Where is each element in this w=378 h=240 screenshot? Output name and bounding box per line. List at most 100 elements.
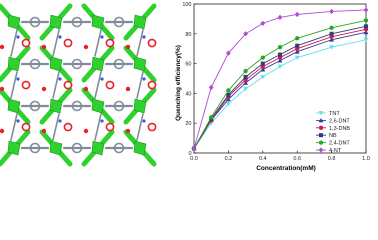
data-point xyxy=(243,80,248,85)
metal-polyhedron xyxy=(49,14,63,30)
y-tick-label: 80 xyxy=(185,32,191,38)
oxygen-atom xyxy=(0,128,5,134)
plot-frame xyxy=(193,3,367,154)
carbon-ring xyxy=(29,16,41,28)
carbon-ring xyxy=(113,16,125,28)
legend-item: TNT xyxy=(316,111,340,117)
data-point xyxy=(295,36,300,41)
series-2-4-dnt xyxy=(191,18,369,151)
nitrogen-atom xyxy=(16,35,20,39)
nitrogen-atom xyxy=(142,35,146,39)
oxygen-ring xyxy=(21,80,31,90)
legend-label: 4-NT xyxy=(329,148,342,154)
data-point xyxy=(363,29,369,35)
carbon-ring xyxy=(71,16,83,28)
oxygen-ring xyxy=(105,80,115,90)
bond xyxy=(52,113,60,141)
oxygen-atom xyxy=(83,44,89,50)
data-point xyxy=(226,101,231,107)
oxygen-ring xyxy=(63,38,73,48)
oxygen-ring xyxy=(147,122,157,132)
data-point xyxy=(329,45,334,50)
data-point xyxy=(191,145,197,152)
y-tick-label: 40 xyxy=(185,91,191,97)
nitrogen-atom xyxy=(142,119,146,123)
metal-polyhedron xyxy=(49,140,63,156)
oxygen-atom xyxy=(0,86,5,92)
bond xyxy=(94,113,102,141)
oxygen-ring xyxy=(63,122,73,132)
oxygen-atom xyxy=(41,86,47,92)
metal-polyhedron xyxy=(49,56,63,72)
legend-marker xyxy=(318,111,324,116)
oxygen-atom xyxy=(41,128,47,134)
bond xyxy=(52,29,60,57)
y-axis-title: Quenching efficiency(%) xyxy=(175,45,182,121)
oxygen-atom xyxy=(41,44,47,50)
x-tick-label: 0.8 xyxy=(328,156,336,162)
nitrogen-atom xyxy=(58,77,62,81)
metal-polyhedron xyxy=(91,14,105,30)
oxygen-ring xyxy=(21,122,31,132)
oxygen-atom xyxy=(125,128,131,134)
data-point xyxy=(208,84,214,91)
oxygen-ring xyxy=(105,38,115,48)
bond xyxy=(136,29,144,57)
bond xyxy=(10,29,18,57)
metal-polyhedron xyxy=(7,14,21,30)
carbon-ring xyxy=(71,142,83,154)
bond xyxy=(52,71,60,99)
oxygen-atom xyxy=(125,86,131,92)
x-tick-label: 0.4 xyxy=(259,156,267,162)
metal-polyhedron xyxy=(49,98,63,114)
data-point xyxy=(226,92,231,97)
data-point xyxy=(294,11,300,18)
legend-label: 1,3-DNB xyxy=(329,126,350,132)
x-tick-label: 0.2 xyxy=(225,156,233,162)
carbon-ring xyxy=(29,100,41,112)
nitrogen-atom xyxy=(100,77,104,81)
data-point xyxy=(226,96,231,102)
y-tick-label: 60 xyxy=(185,62,191,68)
data-point xyxy=(243,74,248,80)
data-point xyxy=(277,52,283,57)
data-point xyxy=(329,25,334,30)
metal-polyhedron xyxy=(133,14,147,30)
data-point xyxy=(329,37,334,42)
data-point xyxy=(243,87,248,92)
data-point xyxy=(243,31,248,37)
carbon-ring xyxy=(29,58,41,70)
data-point xyxy=(329,31,334,36)
data-point xyxy=(260,75,266,80)
carbon-ring xyxy=(113,142,125,154)
legend-marker xyxy=(318,118,324,123)
metal-polyhedron xyxy=(7,140,21,156)
legend-label: NB xyxy=(329,133,337,139)
legend-label: 2,4-DNT xyxy=(329,141,350,147)
data-point xyxy=(243,68,248,74)
bond xyxy=(10,113,18,141)
legend-item: 4-NT xyxy=(316,147,342,154)
nitrogen-atom xyxy=(58,35,62,39)
x-tick-label: 0.0 xyxy=(190,156,198,162)
legend-item: 2,6-DNT xyxy=(316,118,350,124)
data-point xyxy=(277,14,283,21)
nitrogen-atom xyxy=(100,119,104,123)
data-point xyxy=(260,67,266,72)
oxygen-atom xyxy=(83,86,89,92)
carbon-ring xyxy=(71,100,83,112)
legend-marker xyxy=(318,140,324,145)
data-point xyxy=(363,24,369,29)
crystal-structure-image xyxy=(0,3,157,167)
oxygen-atom xyxy=(125,44,131,50)
data-point xyxy=(277,58,283,63)
legend-marker xyxy=(318,133,324,138)
oxygen-ring xyxy=(21,38,31,48)
data-point xyxy=(260,61,265,66)
data-point xyxy=(363,18,369,23)
oxygen-ring xyxy=(63,80,73,90)
metal-polyhedron xyxy=(7,56,21,72)
